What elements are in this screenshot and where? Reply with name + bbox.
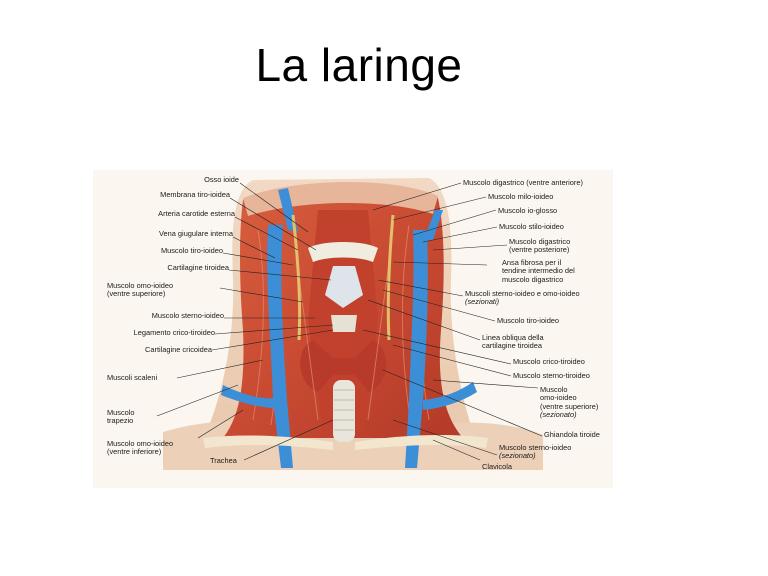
label-muscolo-omo-ioideo-sup: Muscolo omo-ioideo(ventre superiore) (107, 281, 174, 299)
neck-anatomy-illustration (156, 178, 543, 470)
label-legamento-crico-tiroideo: Legamento crico-tiroideo (133, 328, 215, 337)
label-vena-giugulare-interna: Vena giugulare interna (159, 229, 233, 238)
label-membrana-tiro-ioidea: Membrana tiro-ioidea (160, 190, 230, 199)
label-arteria-carotide-esterna: Arteria carotide esterna (158, 209, 235, 218)
slide-title: La laringe (255, 39, 463, 91)
label-sterno-ioideo-right: Muscolo sterno-ioideo(sezionato) (499, 443, 572, 461)
label-muscoli-scaleni: Muscoli scaleni (107, 373, 158, 382)
label-io-glosso: Muscolo io-glosso (498, 206, 558, 215)
label-crico-tiroideo: Muscolo crico-tiroideo (513, 357, 585, 366)
label-trachea: Trachea (210, 456, 237, 465)
label-osso-ioide: Osso ioide (204, 175, 239, 184)
label-tiro-ioideo-right: Muscolo tiro-ioideo (497, 316, 560, 325)
label-muscolo-omo-ioideo-inf: Muscolo omo-ioideo(ventre inferiore) (107, 439, 174, 457)
label-digastrico-anteriore: Muscolo digastrico (ventre anteriore) (463, 178, 583, 187)
label-sterno-ioideo-omo-ioideo: Muscoli sterno-ioideo e omo-ioideo(sezio… (465, 289, 580, 307)
label-stilo-ioideo: Muscolo stilo-ioideo (499, 222, 564, 231)
label-sterno-tiroideo: Muscolo sterno-tiroideo (513, 371, 590, 380)
label-muscolo-tiro-ioideo: Muscolo tiro-ioideo (160, 246, 223, 255)
label-ghiandola-tiroide: Ghiandola tiroide (544, 430, 600, 439)
label-cartilagine-cricoidea: Cartilagine cricoidea (145, 345, 212, 354)
label-milo-ioideo: Muscolo milo-ioideo (488, 192, 554, 201)
label-cartilagine-tiroidea: Cartilagine tiroidea (167, 263, 229, 272)
label-clavicola: Clavicola (482, 462, 512, 471)
label-digastrico-posteriore: Muscolo digastrico(ventre posteriore) (509, 237, 571, 255)
label-muscolo-sterno-ioideo: Muscolo sterno-ioideo (151, 311, 224, 320)
anatomy-figure: Osso ioide Membrana tiro-ioidea Arteria … (93, 170, 613, 488)
